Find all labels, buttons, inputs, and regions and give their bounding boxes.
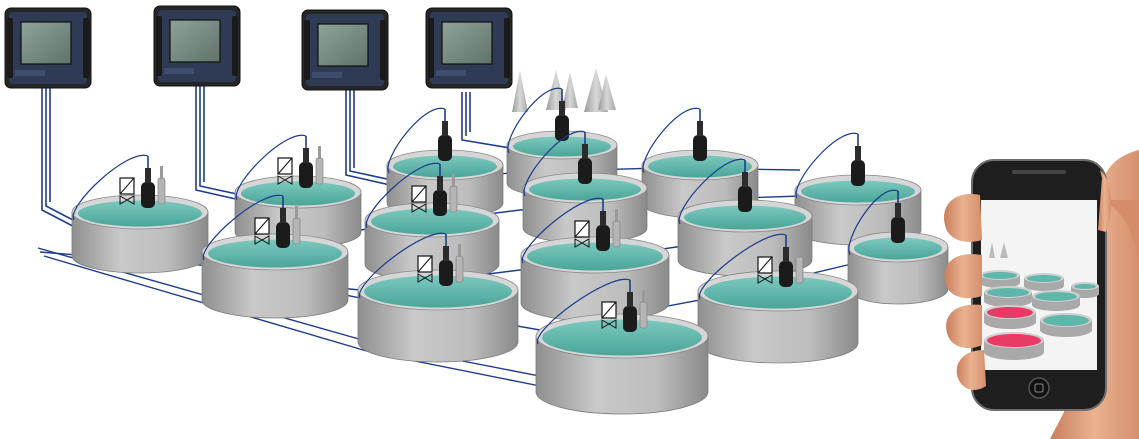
fish-tank [364,162,500,282]
feeder-valve-icon [119,177,135,205]
oxygen-probe [433,164,447,216]
phone-tank [980,270,1020,288]
oxygen-probe [891,191,905,243]
oxygen-probe [276,196,290,248]
controllers [4,5,513,91]
oxygen-probe [299,136,313,188]
fish-tank [201,194,349,319]
oxygen-probe [596,199,610,251]
feeder-valve-icon [411,185,427,213]
ph-sensor [292,206,301,245]
ph-sensor [315,146,324,185]
alarm-tank [984,305,1036,329]
phone-tank [1024,273,1064,291]
phone-tank [1040,313,1092,337]
oxygen-probe [438,109,452,161]
monitoring-controller [425,7,513,89]
ph-sensor [639,290,648,329]
phone-tank [1032,290,1080,311]
alarm-tank [984,332,1044,360]
oxygen-probe [439,234,453,286]
ph-sensor [455,244,464,283]
phone-screen-tanks [980,242,1099,360]
oxygen-probe [851,134,865,186]
monitoring-controller [153,5,241,87]
fish-tank [535,278,709,415]
oxygen-probe [623,280,637,332]
home-button [1028,377,1050,399]
tank-field [71,87,949,415]
phone-tank [984,286,1032,307]
fish-tank [522,130,648,244]
oxygen-probe [578,132,592,184]
ph-sensor [157,166,166,205]
controller-cables [41,82,511,236]
oxygen-probe [693,109,707,161]
thumb [944,194,982,242]
feeder-valve-icon [417,255,433,283]
fish-tank [847,189,949,305]
background-cones [512,68,616,112]
monitoring-controller [301,9,389,91]
oxygen-probe [555,89,569,141]
ph-sensor [795,245,804,284]
feeder-valve-icon [254,217,270,245]
feeder-valve-icon [601,301,617,329]
feeder-valve-icon [277,157,293,185]
ph-sensor [449,174,458,213]
fish-tank [71,154,209,274]
oxygen-probe [738,160,752,212]
feeder-valve-icon [574,220,590,248]
monitoring-controller [4,7,92,89]
fish-tank [697,233,859,364]
oxygen-probe [779,235,793,287]
feeder-valve-icon [757,256,773,284]
fish-tank [357,232,519,363]
fish-tank [794,132,922,246]
smartphone-in-hand [944,150,1139,439]
phone-tank [1071,282,1099,298]
oxygen-probe [141,156,155,208]
ph-sensor [612,209,621,248]
